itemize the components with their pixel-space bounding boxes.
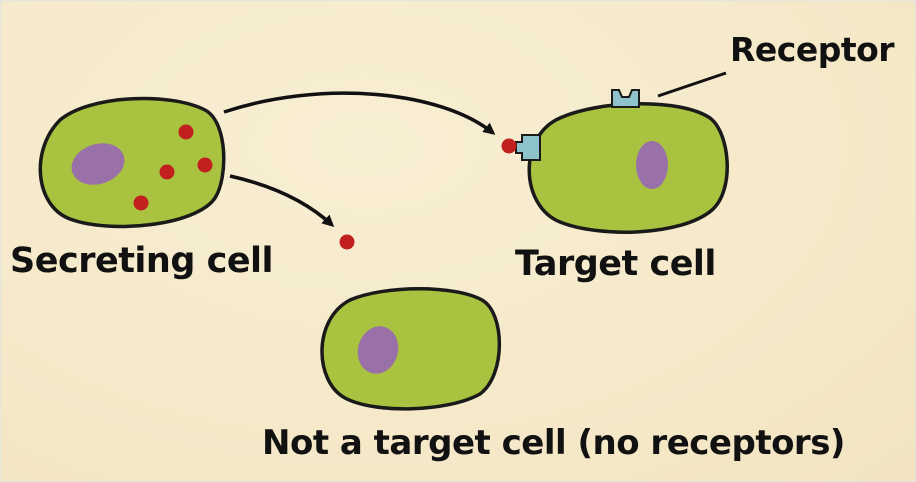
secreting-cell-label: Secreting cell (10, 241, 274, 281)
target-cell (501, 89, 729, 234)
non-target-cell-body (320, 287, 502, 411)
receptor-leader-line (657, 71, 727, 98)
target-cell-label: Target cell (515, 244, 716, 284)
target-cell-body (527, 102, 729, 234)
signal-molecule (133, 195, 149, 211)
free-signal-molecule (339, 234, 355, 250)
receptor-top (611, 89, 640, 108)
target-cell-nucleus (636, 141, 668, 189)
non-target-cell (320, 287, 502, 411)
secreting-cell (38, 96, 226, 229)
signal-molecule (159, 164, 175, 180)
arrow-to-free-molecule (229, 174, 335, 228)
receptor-label: Receptor (730, 30, 895, 69)
arrow-to-target-cell (223, 91, 496, 135)
non-target-cell-label: Not a target cell (no receptors) (262, 423, 845, 463)
secreting-cell-nucleus (71, 143, 125, 185)
signal-molecule (178, 124, 194, 140)
signal-molecule (197, 157, 213, 173)
bound-signal-molecule (501, 138, 517, 154)
receptor-bound (515, 134, 541, 161)
non-target-cell-nucleus (357, 326, 399, 374)
secreting-cell-body (38, 96, 226, 229)
